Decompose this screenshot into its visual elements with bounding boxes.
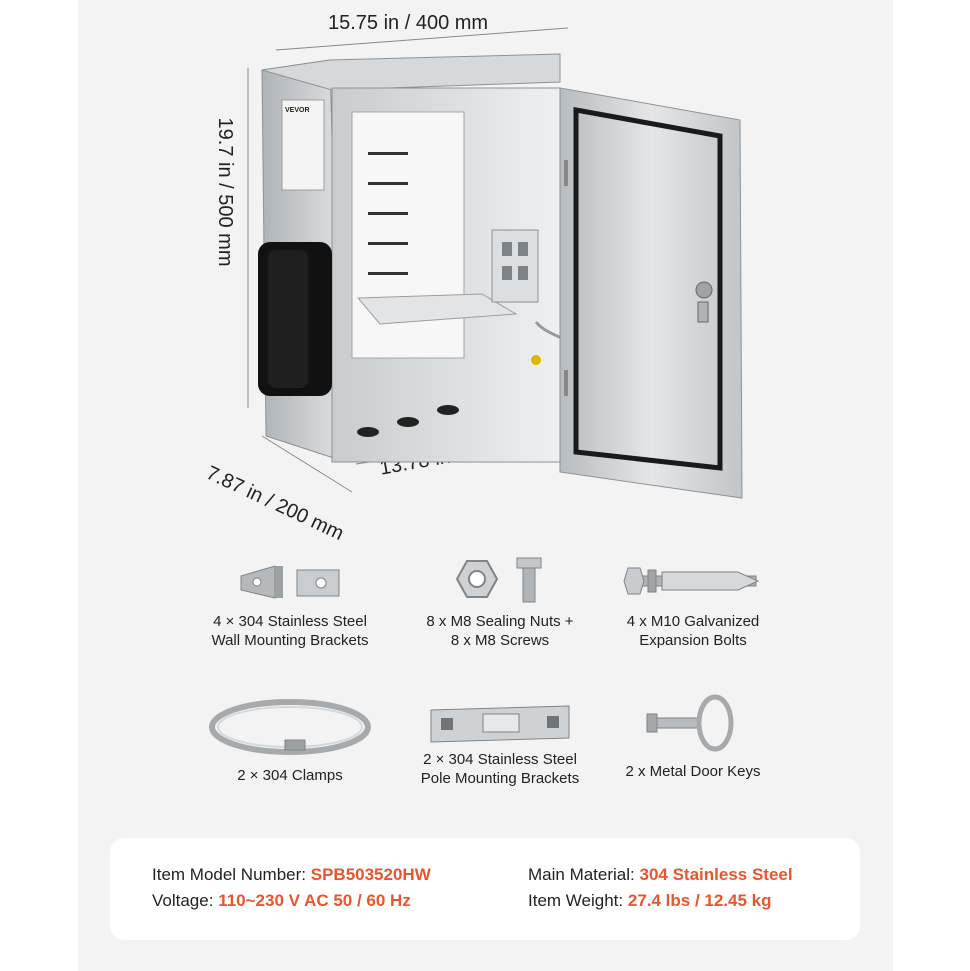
wall-bracket-icon xyxy=(240,565,340,599)
enclosure-illustration: VEVOR xyxy=(258,53,743,499)
width-dimension: 15.75 in / 400 mm xyxy=(328,12,489,34)
label-plate-text: VEVOR xyxy=(285,107,310,114)
accessory-door-keys: 2 x Metal Door Keys xyxy=(608,694,778,781)
specs-card: Item Model Number: SPB503520HW Voltage: … xyxy=(110,838,860,940)
accessory-wall-brackets: 4 × 304 Stainless Steel Wall Mounting Br… xyxy=(180,556,400,650)
nut-screw-icon xyxy=(455,557,542,603)
key-icon xyxy=(646,694,734,752)
spec-weight: Item Weight: 27.4 lbs / 12.45 kg xyxy=(528,891,772,910)
spec-voltage: Voltage: 110~230 V AC 50 / 60 Hz xyxy=(152,891,411,910)
expansion-bolt-icon xyxy=(623,567,760,595)
accessory-clamps: 2 × 304 Clamps xyxy=(195,694,385,785)
spec-model: Item Model Number: SPB503520HW xyxy=(152,865,431,884)
pole-bracket-icon xyxy=(430,705,570,743)
accessory-expansion-bolts: 4 x M10 Galvanized Expansion Bolts xyxy=(598,556,788,650)
accessory-pole-brackets: 2 × 304 Stainless Steel Pole Mounting Br… xyxy=(398,704,602,788)
accessory-nuts-screws: 8 x M8 Sealing Nuts + 8 x M8 Screws xyxy=(398,552,602,650)
clamp-icon xyxy=(209,699,371,755)
spec-material: Main Material: 304 Stainless Steel xyxy=(528,865,793,884)
